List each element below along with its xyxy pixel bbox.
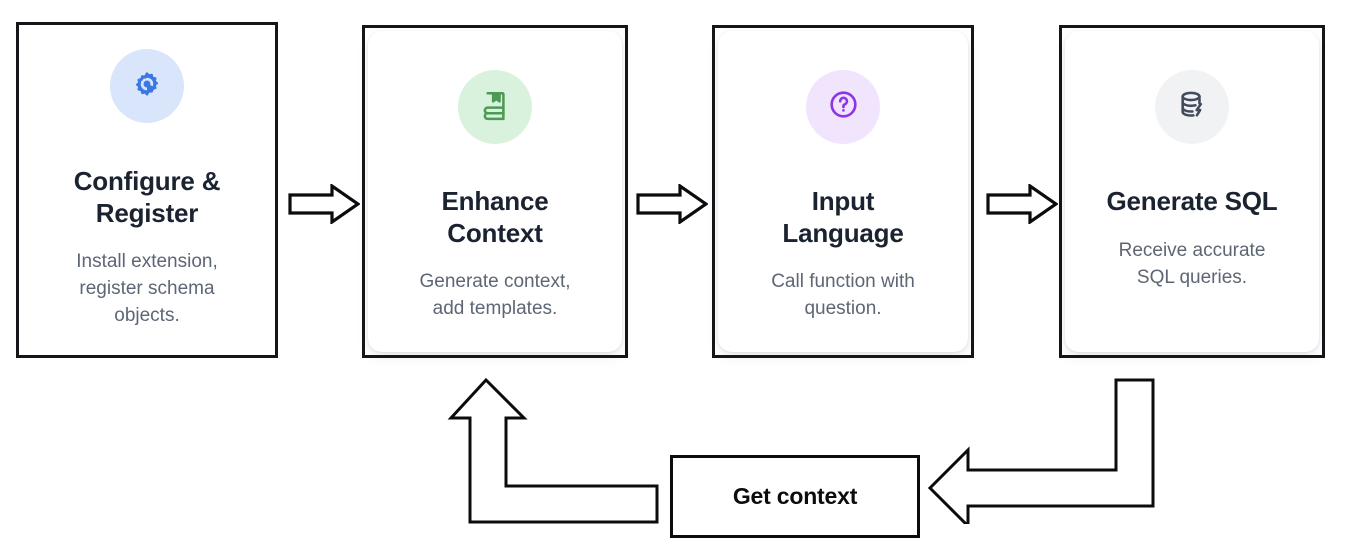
step-card-title-line-2: Context — [447, 217, 543, 248]
step-card-desc-line-3: objects. — [114, 305, 180, 327]
book-icon-badge — [458, 70, 532, 144]
arrow-left-elbow-icon — [927, 378, 1174, 530]
step-card-enhance-context[interactable]: Enhance Context Generate context, add te… — [362, 25, 628, 358]
step-card-title-line-1: Input — [811, 186, 875, 216]
step-card-title-line-2: Language — [782, 217, 904, 248]
gear-icon-badge — [110, 49, 184, 123]
step-card-desc-line-2: register schema — [79, 278, 215, 300]
step-card-desc-line-1: Receive accurate — [1118, 239, 1266, 261]
step-card-description: Install extension, register schema objec… — [76, 249, 218, 330]
step-card-surface: Configure & Register Install extension, … — [22, 28, 272, 352]
arrow-up-elbow-icon — [445, 375, 677, 535]
step-card-desc-line-2: SQL queries. — [1136, 266, 1248, 288]
step-card-title: Enhance Context — [442, 186, 549, 249]
step-card-title-line-1: Configure & — [73, 166, 221, 196]
question-icon-badge — [806, 70, 880, 144]
book-bookmark-icon — [479, 89, 511, 126]
step-card-description: Generate context, add templates. — [419, 269, 570, 323]
arrow-step2-step3 — [636, 184, 708, 224]
step-card-generate-sql[interactable]: Generate SQL Receive accurate SQL querie… — [1059, 25, 1325, 358]
get-context-label: Get context — [732, 483, 858, 509]
step-card-description: Call function with question. — [771, 269, 915, 323]
arrow-step1-step2 — [288, 184, 360, 224]
step-card-desc-line-1: Generate context, — [419, 271, 571, 293]
database-icon-badge — [1155, 70, 1229, 144]
database-bolt-icon — [1176, 89, 1208, 126]
step-card-title: Configure & Register — [74, 166, 221, 229]
step-card-surface: Enhance Context Generate context, add te… — [368, 31, 622, 352]
step-card-surface: Input Language Call function with questi… — [718, 31, 968, 352]
step-card-title-line-1: Generate SQL — [1106, 186, 1278, 216]
get-context-box[interactable]: Get context — [670, 455, 920, 538]
question-circle-icon — [827, 88, 860, 126]
step-card-title-line-1: Enhance — [441, 186, 549, 216]
step-card-desc-line-1: Call function with — [771, 271, 915, 293]
step-card-configure-register[interactable]: Configure & Register Install extension, … — [16, 22, 278, 358]
step-card-title: Generate SQL — [1107, 186, 1278, 218]
step-card-title-line-2: Register — [95, 197, 199, 228]
step-card-title: Input Language — [782, 186, 903, 249]
gear-icon — [130, 67, 164, 106]
step-card-desc-line-2: add templates. — [432, 298, 558, 320]
arrow-step3-step4 — [986, 184, 1058, 224]
step-card-input-language[interactable]: Input Language Call function with questi… — [712, 25, 974, 358]
step-card-surface: Generate SQL Receive accurate SQL querie… — [1065, 31, 1319, 352]
step-card-desc-line-1: Install extension, — [76, 251, 218, 273]
step-card-desc-line-2: question. — [804, 298, 882, 320]
step-card-description: Receive accurate SQL queries. — [1119, 238, 1266, 292]
